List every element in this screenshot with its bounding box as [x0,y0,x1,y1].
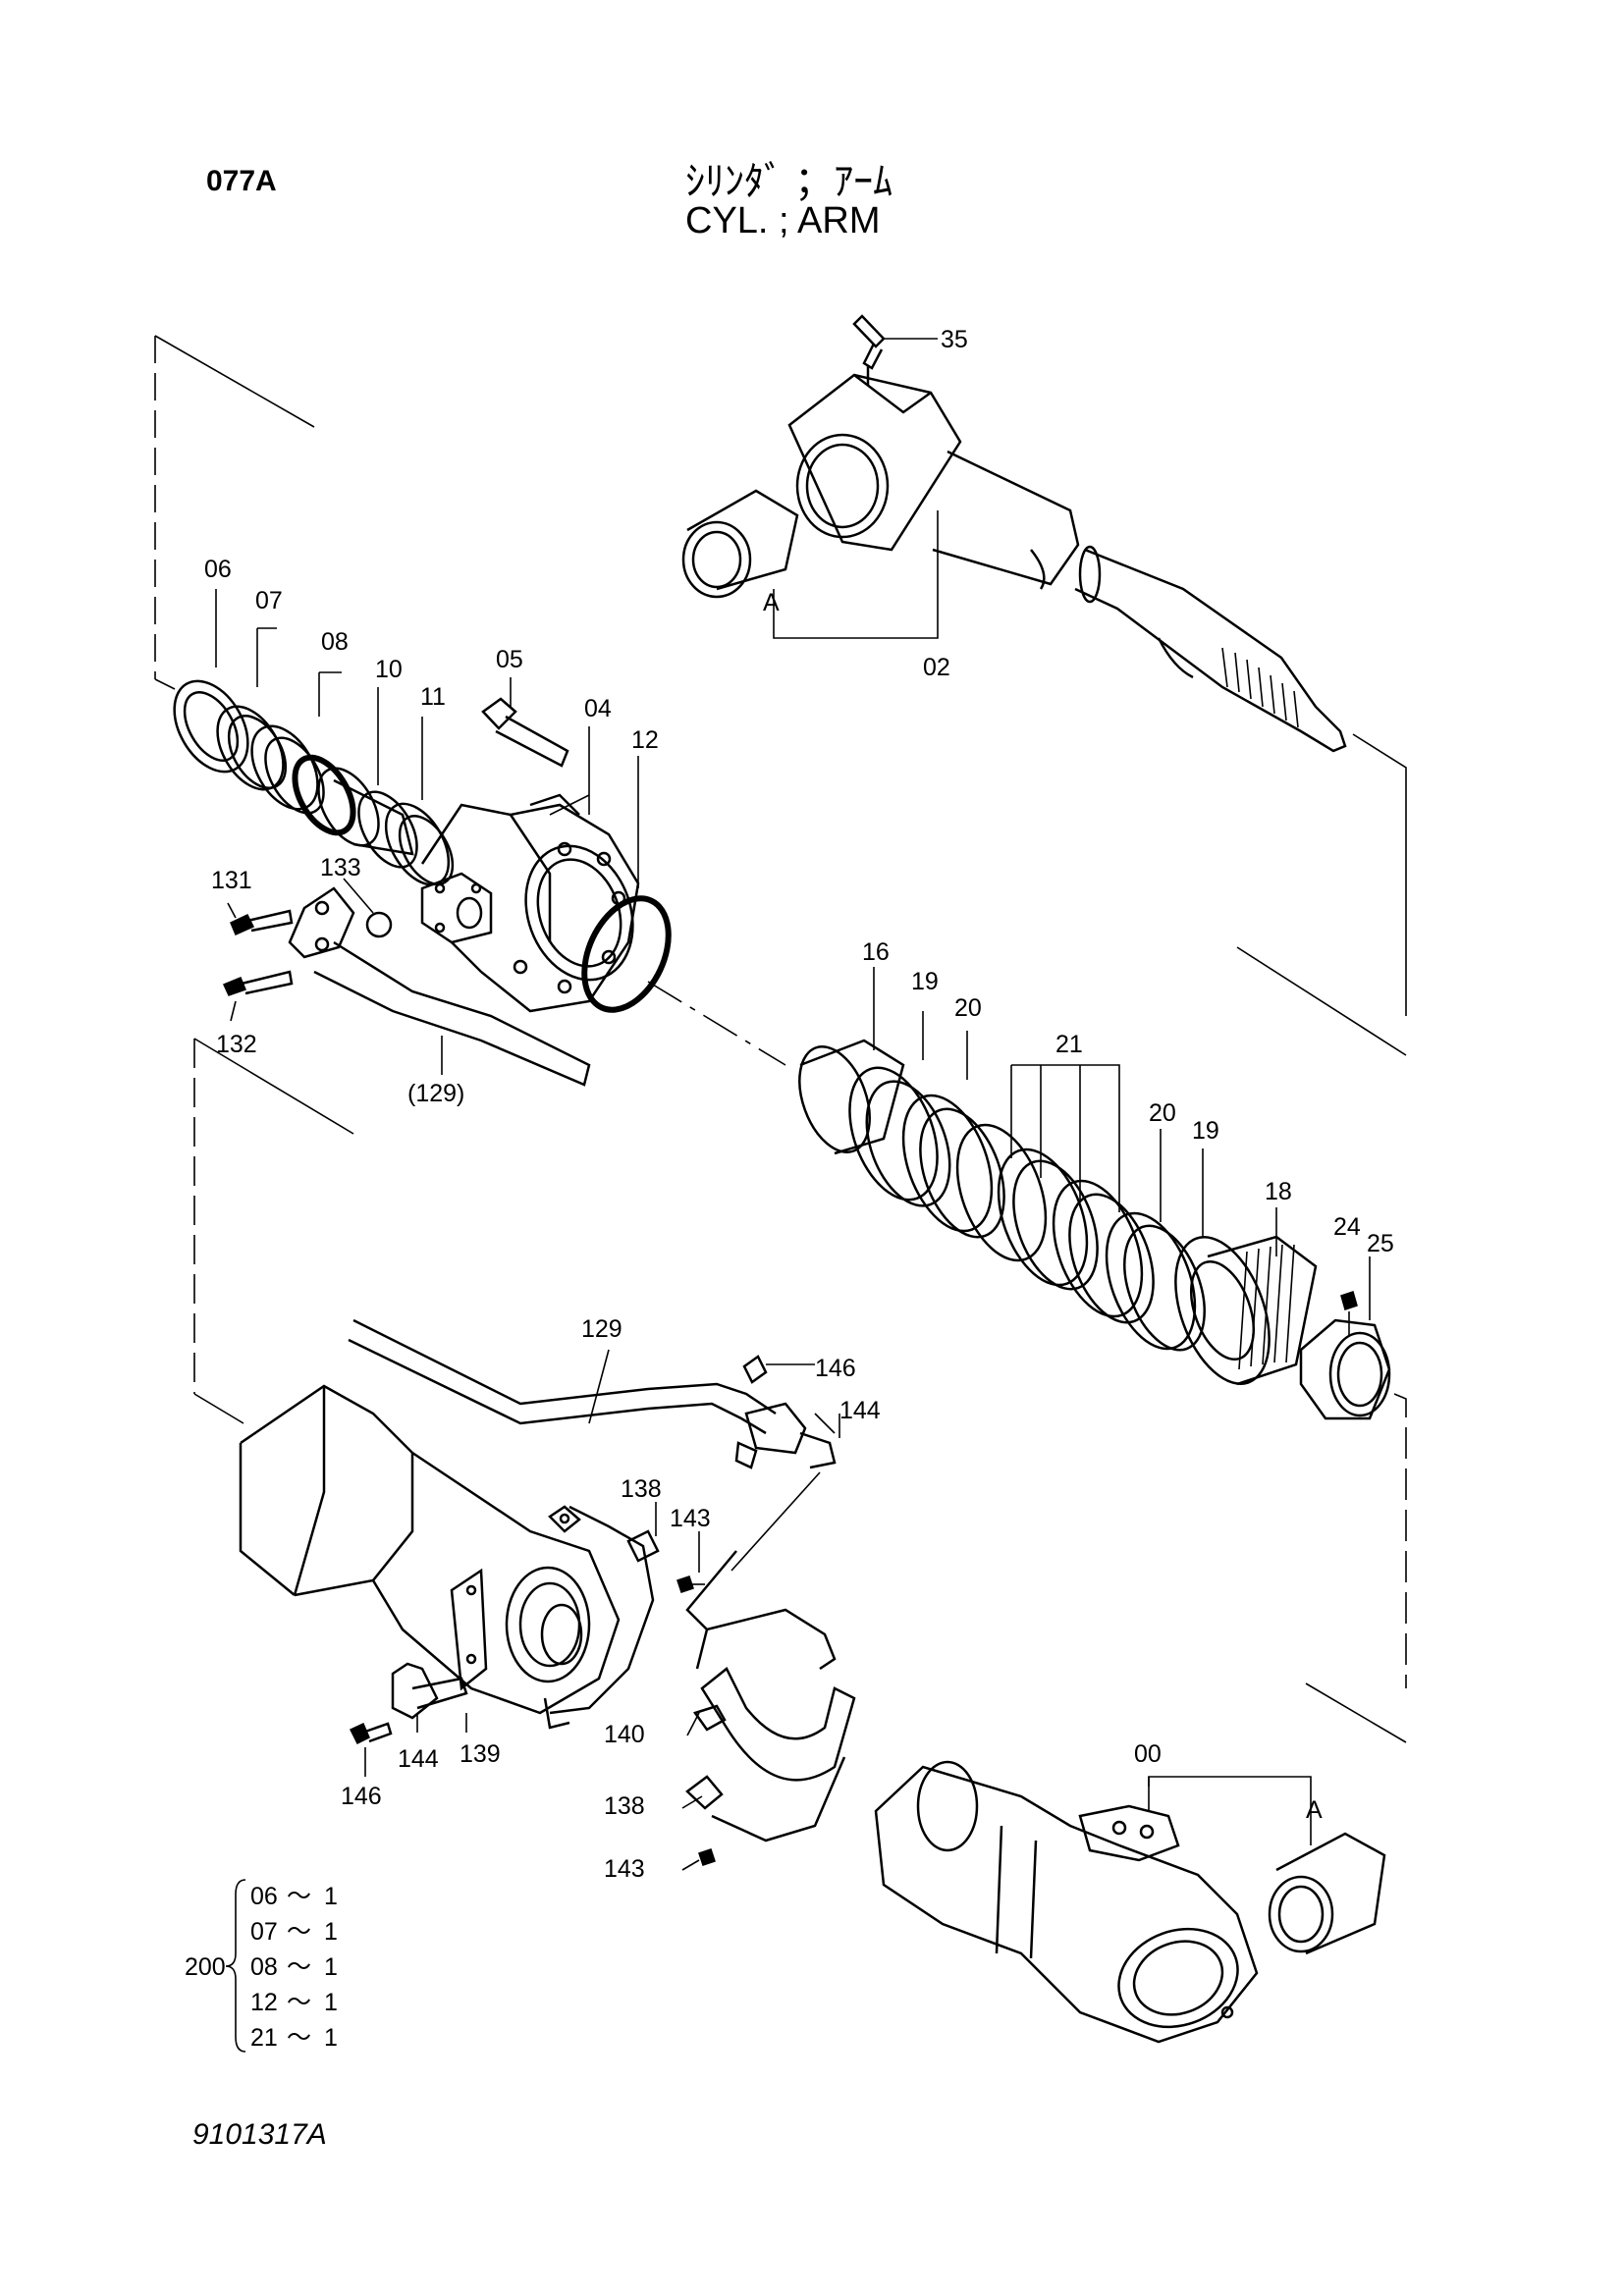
kit-item-part: 12 [250,1989,278,2016]
callout-19a: 19 [911,968,939,995]
title-english: CYL. ; ARM [685,200,881,241]
kit-separator: ～ [287,2024,311,2052]
callout-144a: 144 [839,1397,881,1424]
title-japanese: ｼﾘﾝﾀﾞ ；ｱｰﾑ [685,160,893,203]
kit-item-qty: 1 [324,2024,338,2052]
kit-item-qty: 1 [324,1953,338,1981]
o-ring-12 [581,895,672,1013]
callout-leaders [215,589,1371,1871]
callout-05: 05 [496,646,523,673]
seal-stack [173,679,455,886]
kit-item-08: 08 ～ 1 [250,1953,338,1981]
callout-12: 12 [631,726,659,754]
callout-35: 35 [941,326,968,353]
kit-item-part: 06 [250,1883,278,1910]
clamp-fittings-right [734,1355,837,1469]
kit-number: 200 [185,1953,226,1981]
callout-24: 24 [1333,1213,1361,1241]
kit-separator: ～ [287,1953,311,1981]
callout-10: 10 [375,656,403,683]
o-ring-133 [365,911,393,938]
callout-146a: 146 [815,1355,856,1382]
callout-131: 131 [211,867,252,894]
kit-item-06: 06 ～ 1 [250,1883,338,1910]
callout-06: 06 [204,556,232,583]
kit-list: 200 06 ～ 1 07 ～ 1 08 ～ 1 12 ～ 1 21 ～ 1 [185,1879,338,2053]
callout-132: 132 [216,1031,257,1058]
kit-item-part: 07 [250,1918,278,1946]
callout-20b: 20 [1149,1099,1176,1127]
kit-item-qty: 1 [324,1989,338,2016]
kit-separator: ～ [287,1989,311,2016]
callout-138b: 138 [604,1792,645,1820]
kit-item-part: 21 [250,2024,278,2052]
page-code: 077A [206,165,277,197]
callout-21: 21 [1055,1031,1083,1058]
lock-nut [1299,1291,1391,1420]
rod-assembly [681,314,1347,753]
callout-labels: 35 A 02 06 07 08 10 11 05 04 12 131 133 … [204,326,1394,1883]
callout-00: 00 [1134,1740,1162,1768]
cylinder-head-04 [420,793,640,1013]
callout-a-bottom: A [1306,1796,1323,1824]
bushing-bottom [1268,1832,1386,1955]
callout-143b: 143 [604,1855,645,1883]
callout-140: 140 [604,1721,645,1748]
kit-item-qty: 1 [324,1918,338,1946]
callout-144b: 144 [398,1745,439,1773]
callout-08: 08 [321,628,349,656]
leader-00 [1148,1776,1312,1845]
callout-25: 25 [1367,1230,1394,1257]
leader-144-clamp [730,1471,821,1572]
callout-129: 129 [581,1315,622,1343]
bushing-rod [681,489,799,599]
callout-138a: 138 [621,1475,662,1503]
kit-item-12: 12 ～ 1 [250,1989,338,2016]
clamps-middle [543,1505,856,1866]
callout-16: 16 [862,938,890,966]
callout-133: 133 [320,854,361,881]
callout-02: 02 [923,654,950,681]
kit-item-qty: 1 [324,1883,338,1910]
callout-139: 139 [460,1740,501,1768]
callout-20a: 20 [954,994,982,1022]
callout-18: 18 [1265,1178,1292,1205]
callout-143a: 143 [670,1505,711,1532]
callout-146b: 146 [341,1783,382,1810]
piston-stack [798,1039,1318,1386]
cylinder-tube [239,1384,621,1715]
clamps-left [349,1662,468,1745]
assembly-leader-lines [154,335,1407,1743]
callout-04: 04 [584,695,612,722]
callout-a-top: A [763,589,780,616]
pipe-129 [348,1318,777,1435]
drawing-number: 9101317A [192,2118,327,2151]
callout-19b: 19 [1192,1117,1219,1145]
callout-129-ref: (129) [407,1080,464,1107]
kit-item-07: 07 ～ 1 [250,1918,338,1946]
socket-bolt-05 [481,697,569,768]
kit-separator: ～ [287,1918,311,1946]
kit-item-21: 21 ～ 1 [250,2024,338,2052]
kit-item-part: 08 [250,1953,278,1981]
callout-07: 07 [255,587,283,614]
callout-11: 11 [420,683,446,711]
cylinder-body-00 [874,1760,1259,2044]
grease-fitting-35 [852,314,938,385]
pipe-flange [222,886,591,1087]
kit-separator: ～ [287,1883,311,1910]
